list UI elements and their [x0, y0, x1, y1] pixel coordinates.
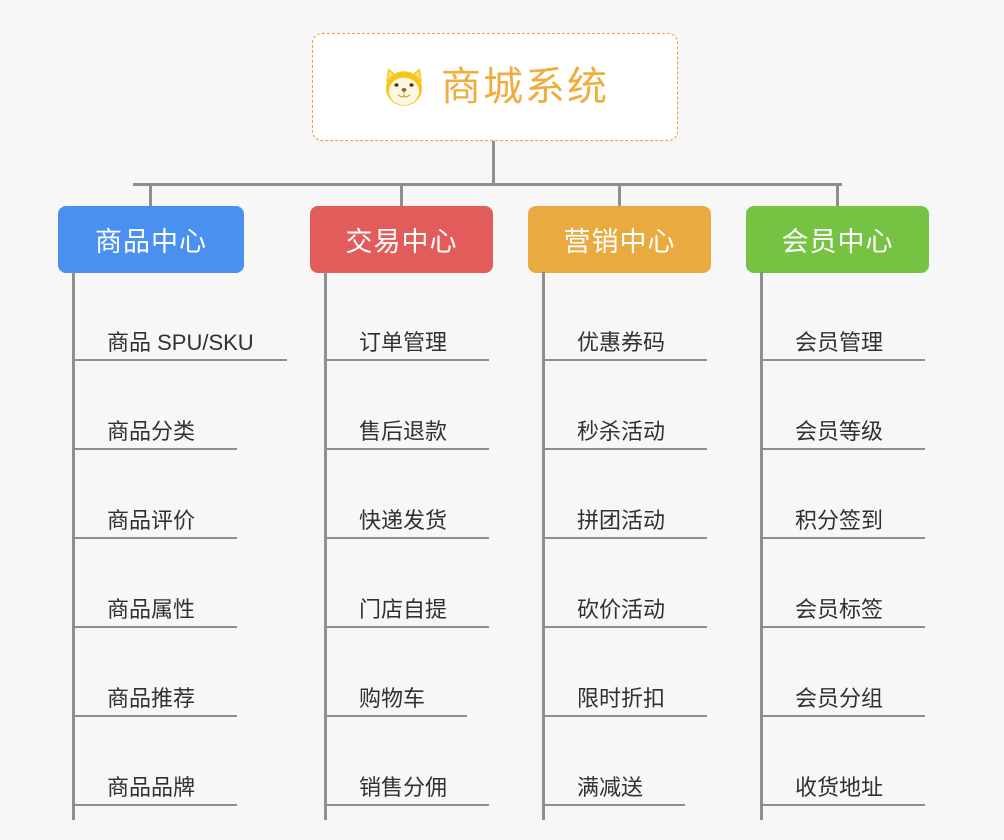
leaf-item[interactable]: 秒杀活动	[542, 361, 707, 450]
leaf-label: 门店自提	[359, 596, 448, 622]
root-node[interactable]: 商城系统	[312, 33, 678, 141]
root-stem-line	[492, 141, 495, 185]
leaf-label: 拼团活动	[577, 507, 666, 533]
branch-trunk-line	[760, 272, 763, 820]
leaf-item[interactable]: 优惠券码	[542, 272, 707, 361]
category-label: 交易中心	[345, 227, 458, 257]
leaf-label: 销售分佣	[359, 774, 448, 800]
leaf-item[interactable]: 商品分类	[72, 361, 237, 450]
leaf-label: 商品属性	[107, 596, 196, 622]
leaf-item[interactable]: 订单管理	[324, 272, 489, 361]
leaf-item[interactable]: 拼团活动	[542, 450, 707, 539]
leaf-item[interactable]: 限时折扣	[542, 628, 707, 717]
leaf-label: 商品推荐	[107, 685, 196, 711]
leaf-label: 会员标签	[795, 596, 884, 622]
leaf-item[interactable]: 商品属性	[72, 539, 237, 628]
leaf-item[interactable]: 商品推荐	[72, 628, 237, 717]
leaf-item[interactable]: 砍价活动	[542, 539, 707, 628]
leaf-item[interactable]: 满减送	[542, 717, 685, 806]
leaf-label: 收货地址	[795, 774, 884, 800]
leaf-item[interactable]: 销售分佣	[324, 717, 489, 806]
leaf-label: 秒杀活动	[577, 418, 666, 444]
leaf-label: 积分签到	[795, 507, 884, 533]
leaf-label: 商品 SPU/SKU	[107, 329, 254, 355]
branch-trunk-line	[324, 272, 327, 820]
leaf-label: 售后退款	[359, 418, 448, 444]
leaf-item[interactable]: 售后退款	[324, 361, 489, 450]
branch-drop-line-4	[836, 183, 839, 208]
leaf-label: 快递发货	[359, 507, 448, 533]
leaf-label: 会员等级	[795, 418, 884, 444]
leaf-item[interactable]: 商品品牌	[72, 717, 237, 806]
leaf-item[interactable]: 收货地址	[760, 717, 925, 806]
category-box-1[interactable]: 商品中心	[58, 206, 244, 273]
category-box-4[interactable]: 会员中心	[746, 206, 929, 273]
leaf-item[interactable]: 会员等级	[760, 361, 925, 450]
leaf-item[interactable]: 会员标签	[760, 539, 925, 628]
leaf-label: 优惠券码	[577, 329, 666, 355]
category-label: 营销中心	[563, 227, 676, 257]
leaf-label: 限时折扣	[577, 685, 666, 711]
branch-bus-line	[133, 183, 842, 186]
leaf-item[interactable]: 会员管理	[760, 272, 925, 361]
leaf-label: 满减送	[577, 774, 644, 800]
leaf-label: 商品分类	[107, 418, 196, 444]
leaf-label: 会员管理	[795, 329, 884, 355]
category-label: 商品中心	[95, 227, 207, 257]
root-title: 商城系统	[441, 65, 609, 109]
branch-trunk-line	[72, 272, 75, 820]
leaf-item[interactable]: 积分签到	[760, 450, 925, 539]
leaf-label: 订单管理	[359, 329, 448, 355]
category-label: 会员中心	[781, 227, 894, 257]
category-box-3[interactable]: 营销中心	[528, 206, 711, 273]
leaf-item[interactable]: 门店自提	[324, 539, 489, 628]
category-box-2[interactable]: 交易中心	[310, 206, 493, 273]
leaf-label: 购物车	[359, 685, 426, 711]
branch-drop-line-2	[400, 183, 403, 208]
leaf-label: 商品评价	[107, 507, 196, 533]
leaf-item[interactable]: 购物车	[324, 628, 467, 717]
branch-drop-line-1	[149, 183, 152, 208]
branch-trunk-line	[542, 272, 545, 820]
branch-drop-line-3	[618, 183, 621, 208]
leaf-item[interactable]: 商品 SPU/SKU	[72, 272, 287, 361]
leaf-item[interactable]: 快递发货	[324, 450, 489, 539]
leaf-item[interactable]: 商品评价	[72, 450, 237, 539]
leaf-item[interactable]: 会员分组	[760, 628, 925, 717]
leaf-label: 砍价活动	[577, 596, 666, 622]
leaf-label: 商品品牌	[107, 774, 196, 800]
shiba-dog-face-icon	[386, 68, 422, 106]
leaf-label: 会员分组	[795, 685, 884, 711]
